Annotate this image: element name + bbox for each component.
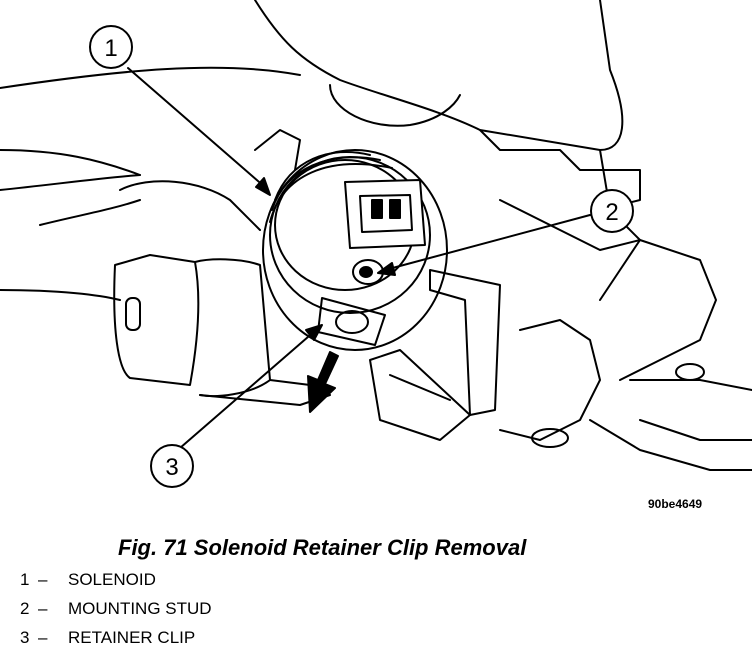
- solenoid-body: [262, 149, 448, 351]
- legend-number: 1: [20, 570, 30, 589]
- solenoid-coil: [269, 163, 393, 223]
- solenoid-connector: [359, 194, 413, 233]
- bracket: [389, 374, 451, 401]
- left-connector: [119, 180, 261, 231]
- harness-line: [0, 174, 141, 191]
- callout-3: 3: [165, 454, 178, 481]
- column-bolt: [675, 363, 705, 381]
- left-connector: [269, 379, 311, 386]
- connector-pin: [389, 199, 401, 219]
- leader-line-3: [179, 329, 317, 449]
- column-bolt: [531, 428, 569, 448]
- solenoid-illustration: 1 2 3: [0, 0, 752, 488]
- legend-number: 3: [20, 628, 30, 647]
- callout-2: 2: [605, 199, 618, 226]
- connector-slot: [125, 297, 141, 331]
- housing-outline: [254, 0, 624, 151]
- bracket: [429, 269, 501, 416]
- leader-line-2: [384, 214, 591, 271]
- figure-caption: Fig. 71 Solenoid Retainer Clip Removal: [118, 535, 527, 560]
- left-connector: [113, 254, 200, 386]
- left-connector: [254, 129, 301, 171]
- legend-dash: –: [38, 628, 48, 647]
- legend-item: 3 – RETAINER CLIP: [20, 628, 212, 657]
- figure-code: 90be4649: [648, 497, 703, 511]
- callout-circle-2: [590, 189, 634, 233]
- legend-dash: –: [38, 599, 48, 618]
- legend-label: RETAINER CLIP: [68, 628, 196, 647]
- legend-item: 1 – SOLENOID: [20, 570, 212, 599]
- housing-outline: [329, 84, 461, 127]
- harness-line: [39, 199, 141, 226]
- solenoid-connector: [344, 179, 426, 249]
- retainer-clip-hole: [335, 310, 369, 334]
- leader-arrowhead-2: [377, 262, 396, 276]
- callout-circle-3: [150, 444, 194, 488]
- legend: 1 – SOLENOID 2 – MOUNTING STUD 3 – RETAI…: [20, 570, 212, 657]
- mounting-stud-center: [359, 266, 373, 278]
- removal-arrow: [307, 351, 339, 413]
- harness-line: [0, 289, 121, 301]
- column-outline: [499, 319, 601, 441]
- left-connector: [194, 258, 271, 398]
- leader-arrowhead-1: [255, 177, 271, 196]
- legend-dash: –: [38, 570, 48, 589]
- column-outline: [499, 199, 717, 381]
- connector-pin: [371, 199, 383, 219]
- solenoid-coil: [274, 151, 371, 201]
- callout-1: 1: [104, 35, 117, 62]
- housing-outline: [479, 129, 641, 211]
- bracket: [369, 349, 471, 441]
- legend-label: SOLENOID: [68, 570, 156, 589]
- leader-arrowhead-3: [305, 324, 323, 341]
- callout-circle-1: [89, 25, 133, 69]
- column-outline: [639, 419, 752, 441]
- harness-line: [0, 66, 301, 89]
- column-outline: [629, 379, 752, 391]
- legend-item: 2 – MOUNTING STUD: [20, 599, 212, 628]
- retainer-clip: [317, 297, 386, 346]
- legend-number: 2: [20, 599, 30, 618]
- legend-label: MOUNTING STUD: [68, 599, 212, 618]
- leader-line-1: [127, 67, 267, 189]
- solenoid-coil: [271, 156, 381, 211]
- column-outline: [589, 419, 752, 471]
- harness-line: [0, 149, 141, 176]
